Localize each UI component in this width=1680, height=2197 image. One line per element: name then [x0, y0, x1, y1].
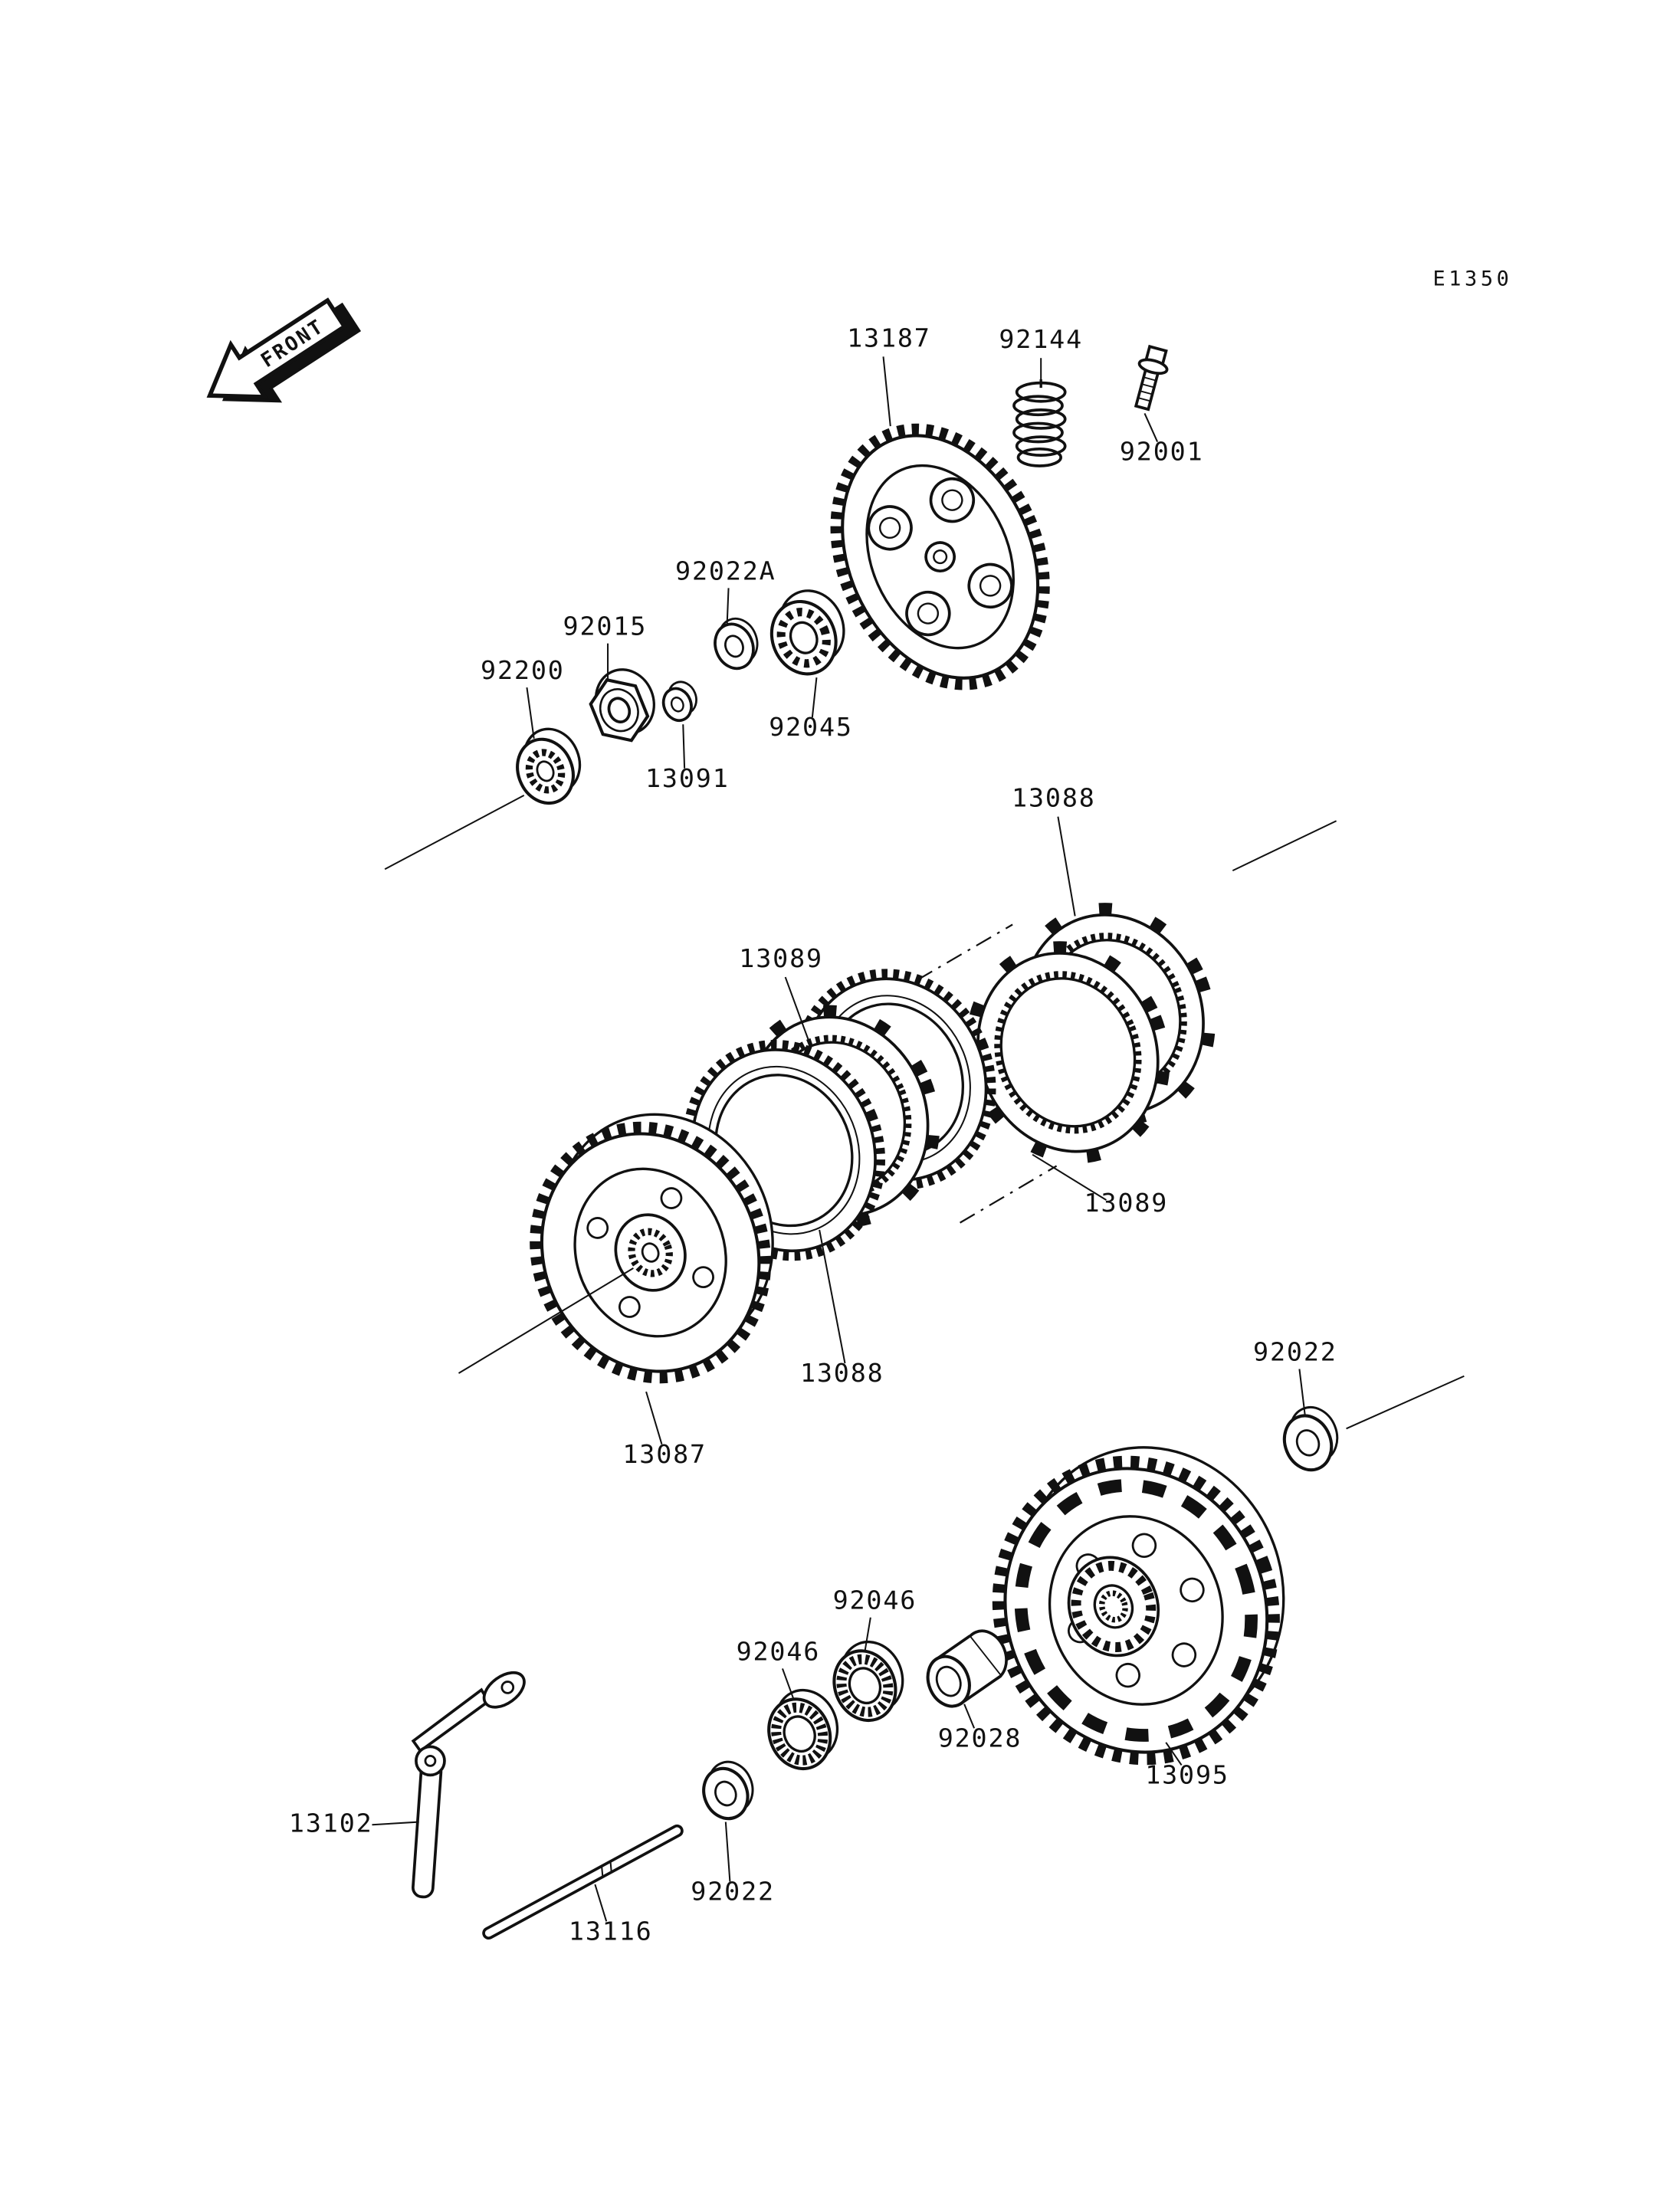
- axis-line-segment-lower: [960, 1165, 1058, 1224]
- part-label-13088-top: 13088: [1012, 783, 1096, 813]
- clutch-housing-13095: [992, 1446, 1285, 1766]
- washer-92022-lower: [702, 1760, 754, 1821]
- callout-13116: 13116: [569, 1884, 653, 1946]
- construction-line-right-lower: [1346, 1375, 1465, 1430]
- leader-line: [811, 677, 818, 718]
- construction-line-hub: [458, 1267, 634, 1374]
- callout-92022-right: 92022: [1253, 1336, 1337, 1416]
- leader-line: [1057, 816, 1076, 917]
- leader-line: [724, 1822, 731, 1882]
- callout-92144: 92144: [999, 324, 1083, 382]
- spacer-13091: [661, 680, 697, 722]
- part-label-13116: 13116: [569, 1916, 653, 1946]
- front-arrow: [206, 297, 348, 399]
- callout-92200: 92200: [481, 655, 565, 739]
- clutch-hub-nut-92015: [589, 668, 655, 743]
- part-label-92144: 92144: [999, 324, 1083, 354]
- callout-13187: 13187: [847, 323, 931, 427]
- bushing-92028: [926, 1629, 1008, 1708]
- leader-line: [882, 356, 891, 427]
- part-label-92046-upper: 92046: [833, 1585, 917, 1615]
- leader-line: [526, 687, 535, 739]
- flange-bolt-92001: [1134, 344, 1169, 412]
- construction-line-left: [384, 795, 525, 871]
- callout-13089-left: 13089: [739, 943, 823, 1048]
- diagram-code-label: E1350: [1432, 267, 1512, 291]
- part-label-92200: 92200: [481, 655, 565, 685]
- leader-line: [372, 1821, 419, 1826]
- part-label-13087: 13087: [622, 1439, 707, 1469]
- callout-92015: 92015: [563, 612, 648, 679]
- needle-bearing-92046-upper: [832, 1640, 904, 1723]
- clutch-hub-13087: [530, 1113, 774, 1384]
- callout-92001: 92001: [1120, 413, 1204, 467]
- washer-92022a: [714, 617, 759, 671]
- needle-bearing-92046-lower: [767, 1688, 839, 1771]
- part-label-13088-mid: 13088: [800, 1358, 884, 1388]
- part-label-92022-lower: 92022: [691, 1876, 775, 1906]
- part-label-92022a: 92022A: [675, 556, 776, 585]
- leader-line: [1032, 1153, 1107, 1201]
- clutch-spring-92144: [1012, 379, 1067, 467]
- release-lever-13102: [411, 1671, 526, 1899]
- leader-line: [1144, 413, 1159, 442]
- leader-line: [682, 724, 686, 769]
- washer-92022-right: [1282, 1406, 1339, 1472]
- callout-13088-top: 13088: [1012, 783, 1096, 917]
- leader-line: [963, 1703, 976, 1729]
- callout-13089-right: 13089: [1032, 1153, 1169, 1218]
- leader-line: [594, 1884, 608, 1922]
- callout-13087: 13087: [622, 1391, 707, 1469]
- part-label-92046-lower: 92046: [737, 1636, 821, 1666]
- front-direction-marker: FRONT: [206, 297, 362, 403]
- leader-line: [819, 1229, 846, 1364]
- part-label-92001: 92001: [1120, 437, 1204, 467]
- part-label-13095: 13095: [1145, 1760, 1229, 1790]
- splined-washer-92200: [516, 727, 582, 805]
- leader-line: [645, 1391, 663, 1444]
- ball-bearing-92045: [769, 589, 845, 676]
- callout-13102: 13102: [289, 1808, 419, 1838]
- callout-13091: 13091: [645, 724, 730, 793]
- callout-92028: 92028: [938, 1703, 1022, 1753]
- construction-line-right-upper: [1232, 820, 1337, 872]
- callout-92045: 92045: [769, 677, 853, 742]
- part-label-13102: 13102: [289, 1808, 373, 1838]
- part-label-92045: 92045: [769, 712, 853, 742]
- leader-line: [864, 1617, 871, 1652]
- pressure-plate-13187: [830, 423, 1050, 690]
- part-label-92022-right: 92022: [1253, 1336, 1337, 1366]
- leader-line: [781, 1668, 795, 1700]
- callout-13088-mid: 13088: [800, 1229, 884, 1388]
- axis-line-segment-upper: [917, 923, 1013, 981]
- callout-13095: 13095: [1145, 1742, 1229, 1790]
- leader-line: [726, 588, 730, 624]
- callout-92022a: 92022A: [675, 556, 776, 624]
- part-label-13089-right: 13089: [1084, 1188, 1169, 1218]
- push-rod-13116: [482, 1824, 684, 1940]
- leader-line: [1298, 1369, 1306, 1416]
- part-label-13091: 13091: [645, 763, 730, 793]
- leader-line: [1165, 1742, 1183, 1766]
- callout-92022-lower: 92022: [691, 1822, 775, 1906]
- leader-line: [784, 976, 812, 1048]
- callout-92046-upper: 92046: [833, 1585, 917, 1652]
- part-label-92015: 92015: [563, 612, 648, 641]
- part-label-92028: 92028: [938, 1723, 1022, 1753]
- callout-92046-lower: 92046: [737, 1636, 821, 1700]
- part-label-13187: 13187: [847, 323, 931, 353]
- part-label-13089-left: 13089: [739, 943, 823, 973]
